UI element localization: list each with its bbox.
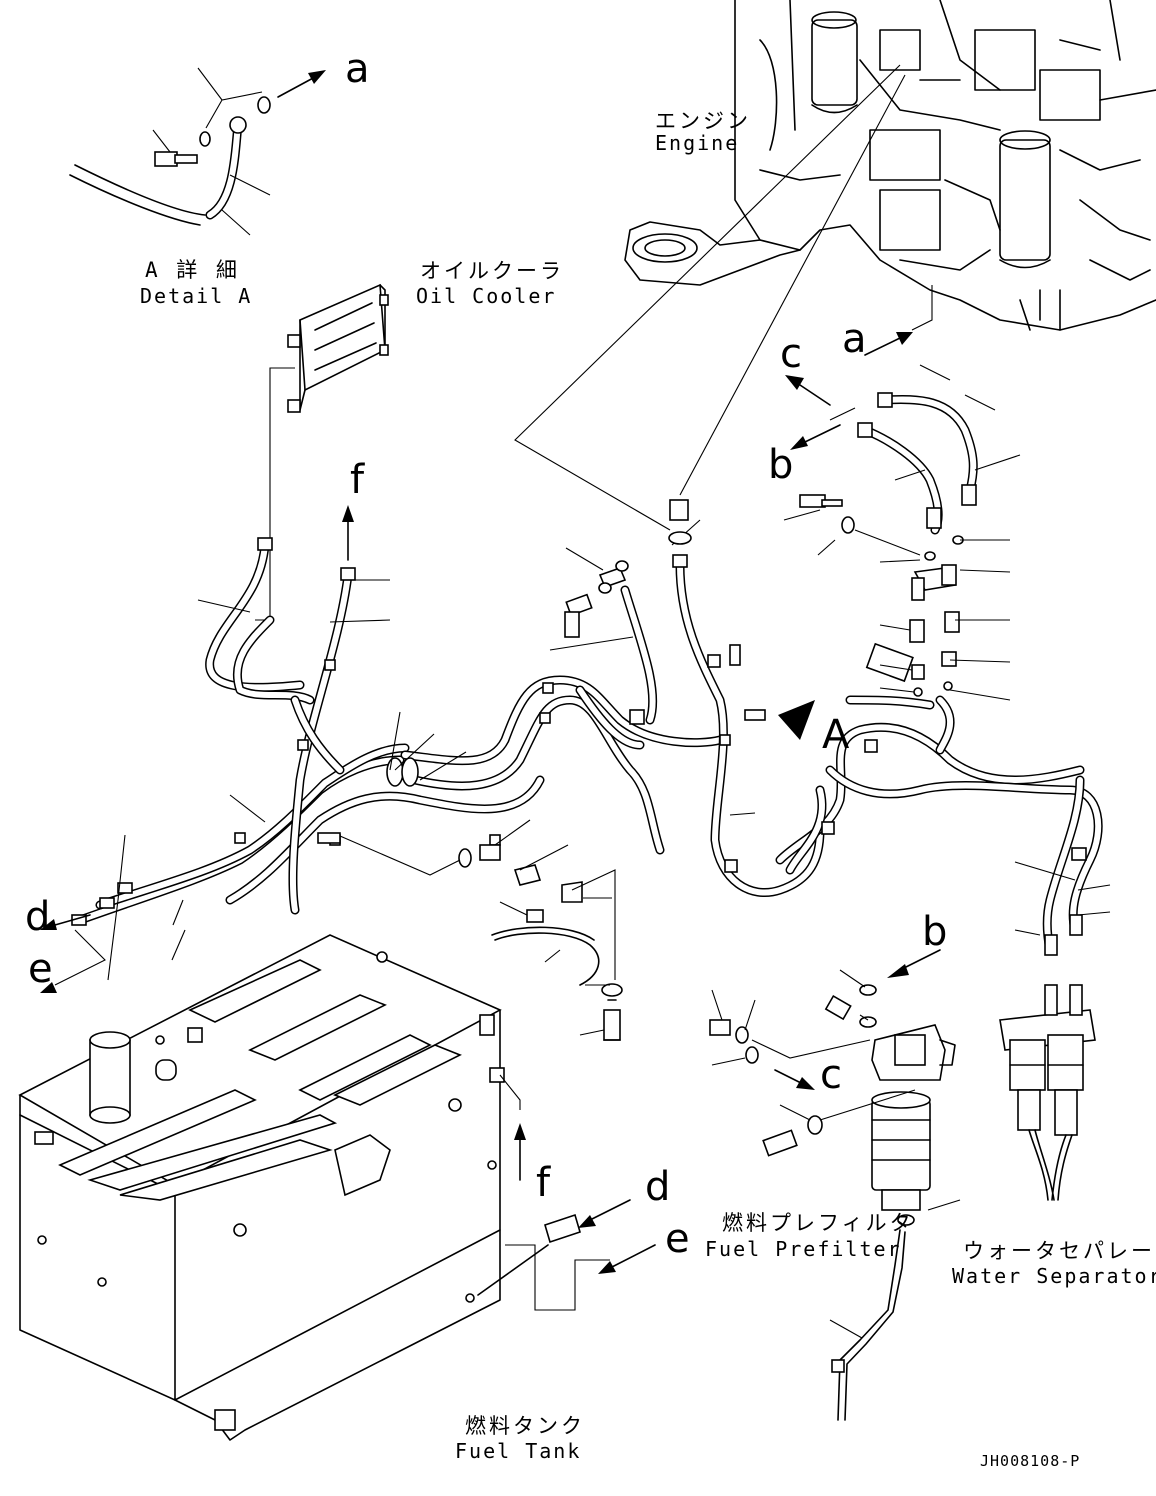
engine-side-hoses: c b a [668, 316, 1021, 755]
ref-letter-c-lower: c [820, 1052, 842, 1098]
fuel-hose-harness: A [71, 519, 1111, 981]
ref-letter-e-lower: e [665, 1216, 690, 1262]
ref-letter-d-upper: d [25, 894, 50, 940]
ref-letter-b-upper: b [768, 442, 793, 488]
fuel-prefilter-label-jp: 燃料プレフィルタ [722, 1211, 914, 1235]
engine-label-jp: エンジン [655, 109, 751, 133]
oil-cooler-label-jp: オイルクーラ [420, 259, 564, 283]
ref-letter-b-lower: b [922, 909, 947, 955]
ref-letter-a-top: a [345, 46, 370, 92]
detail-a-label-en: Detail A [140, 284, 252, 308]
ref-letter-c-upper: c [780, 331, 802, 377]
left-reference-arrows: f d e [25, 457, 365, 993]
ref-letter-a-lower: a [842, 316, 867, 362]
detail-a-label-jp: A 詳 細 [145, 258, 240, 282]
oil-cooler-label-en: Oil Cooler [416, 284, 556, 308]
oil-cooler: オイルクーラ Oil Cooler [255, 259, 564, 621]
water-separator-label-jp: ウォータセパレータ [963, 1239, 1156, 1263]
fuel-tank: f d e 燃料タンク Fuel Tank [18, 934, 690, 1463]
fuel-prefilter-label-en: Fuel Prefilter [705, 1237, 902, 1261]
ref-letter-f-lower: f [536, 1160, 551, 1206]
ref-letter-f-upper: f [350, 457, 365, 503]
fuel-tank-label-en: Fuel Tank [455, 1439, 581, 1463]
ref-letter-d-lower: d [645, 1164, 670, 1210]
detail-a-marker: A [822, 712, 850, 758]
fuel-prefilter: b c 燃料プレフィルタ Fuel Prefilter [705, 909, 961, 1421]
detail-a-inset: a A 詳 細 Detail A [69, 46, 370, 308]
drawing-code: JH008108-P [980, 1452, 1080, 1470]
fuel-tank-label-jp: 燃料タンク [465, 1414, 585, 1438]
loose-fittings [339, 560, 629, 1041]
water-separator-label-en: Water Separator [952, 1264, 1156, 1288]
engine-assembly: エンジン Engine [514, 0, 1156, 531]
engine-label-en: Engine [655, 131, 739, 155]
ref-letter-e-upper: e [28, 946, 53, 992]
water-separator: ウォータセパレータ Water Separator [952, 984, 1156, 1288]
